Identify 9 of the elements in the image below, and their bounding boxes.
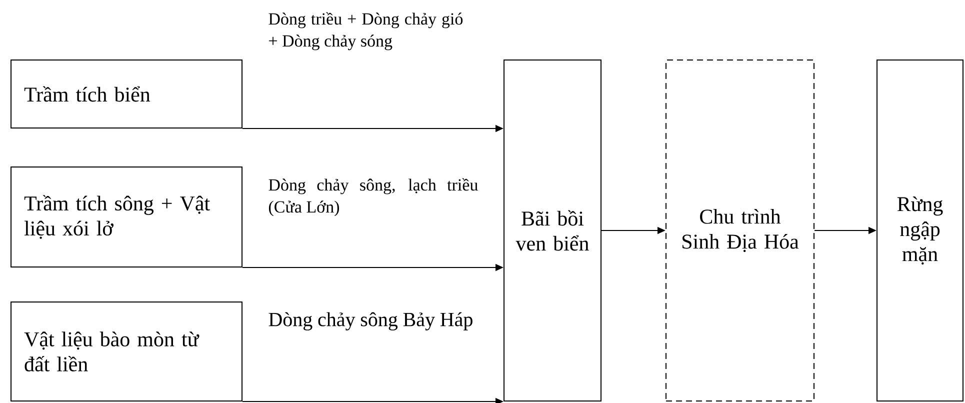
source-box: Vật liệu bào mòn từ đất liền <box>10 302 242 402</box>
edge-label: Dòng chảy sông, lạch triều (Cửa Lớn) <box>268 178 478 216</box>
source-box: Trầm tích biển <box>10 60 242 128</box>
edge-label: Dòng chảy sông Bảy Háp <box>268 312 474 330</box>
process-box: Rừng ngập mặn <box>876 60 964 402</box>
edge-label: Dòng triều + Dòng chảy gió + Dòng chảy sóng <box>268 12 464 50</box>
process-box: Bãi bồi ven biển <box>504 60 602 402</box>
source-box: Trầm tích sông + Vật liệu xói lở <box>10 166 242 268</box>
process-box: Chu trình Sinh Địa Hóa <box>666 60 814 402</box>
